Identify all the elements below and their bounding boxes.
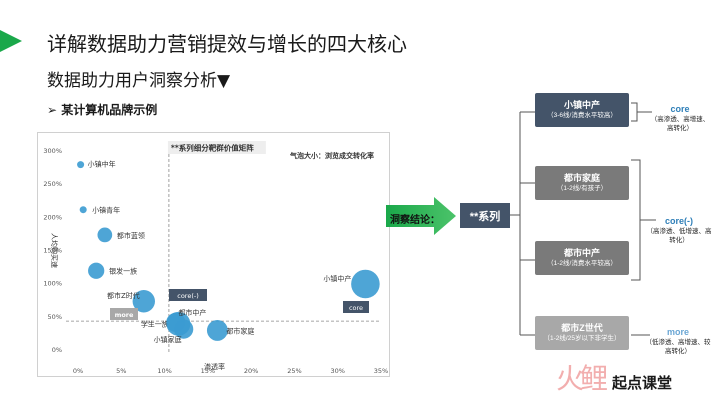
badge-core: core — [349, 304, 363, 312]
x-tick-label: 0% — [73, 367, 83, 375]
bubble-label: 小镇中年 — [88, 160, 116, 169]
tag-desc: （低渗透、高增速、较高转化） — [645, 339, 711, 355]
y-tick-label: 150% — [43, 247, 62, 255]
tag-desc: （高渗透、高增速、高转化） — [650, 116, 710, 132]
bubble-label: 都市蓝领 — [117, 231, 145, 240]
segment-box-urban-family: 都市家庭 （1-2线/有孩子） — [535, 166, 629, 200]
logo-brand-text: 起点课堂 — [612, 374, 673, 392]
tag-desc: （高渗透、低增速、高转化） — [646, 228, 712, 244]
segment-desc: （3-6线/消费水平较高） — [547, 112, 617, 119]
tag-title: core — [670, 104, 690, 114]
tag-core: core （高渗透、高增速、高转化） — [648, 103, 712, 133]
x-tick-label: 5% — [116, 367, 126, 375]
bubble — [88, 262, 105, 279]
tag-title: core(-) — [664, 216, 693, 226]
y-tick-label: 300% — [43, 147, 62, 155]
segment-name: 都市家庭 — [563, 173, 600, 183]
badge-more: more — [115, 311, 134, 319]
bubble-label: 都市家庭 — [226, 326, 254, 335]
example-label: ➢ 某计算机品牌示例 — [47, 103, 158, 117]
y-tick-label: 0% — [52, 346, 62, 354]
footer-logo: 火鲤 起点课堂 — [556, 362, 706, 397]
bubble — [206, 319, 228, 341]
y-tick-label: 200% — [43, 213, 62, 221]
segment-desc: （1-2线/有孩子） — [556, 185, 608, 192]
chart-title-bg — [167, 141, 266, 154]
x-tick-label: 30% — [330, 367, 344, 375]
bubble-label: 都市Z时代 — [107, 291, 140, 300]
badge-core-minus-bg — [169, 289, 207, 301]
segment-desc: （1-2线/消费水平较高） — [547, 260, 617, 267]
x-axis-label: 渗透率 — [204, 362, 225, 371]
page-subtitle: 数据助力用户洞察分析▼ — [47, 71, 231, 91]
bubble-label: 银发一族 — [109, 267, 137, 276]
bubble-label: 学生一族 — [141, 319, 169, 328]
bubble-size-note: 气泡大小：浏览成交转化率 — [289, 151, 374, 160]
segment-box-urban-middle: 都市中产 （1-2线/消费水平较高） — [535, 241, 629, 275]
slide-arrow-icon — [0, 30, 22, 52]
bubble-chart: 0% 50% 100% 150% 200% 250% 300% 0% 5% 10% 15% 20% 25… — [37, 132, 390, 377]
badge-core-bg — [343, 301, 369, 313]
tag-core-minus: core(-) （高渗透、低增速、高转化） — [646, 215, 712, 245]
bubble — [132, 290, 155, 313]
bubble-label: 都市中产 — [178, 308, 206, 317]
segment-name: 都市Z世代 — [561, 323, 603, 333]
segment-box-small-town-middle: 小镇中产 （3-6线/消费水平较高） — [535, 93, 629, 127]
x-tick-label: 10% — [157, 367, 171, 375]
x-tick-label: 20% — [244, 367, 258, 375]
badge-core-minus: core(-) — [177, 292, 199, 300]
y-axis-label: 人均购买速 — [50, 233, 59, 268]
y-tick-label: 100% — [43, 280, 62, 288]
chart-title: **系列细分靶群价值矩阵 — [171, 143, 254, 153]
bubble-label: 小镇中产 — [323, 274, 351, 283]
y-tick-label: 50% — [48, 313, 62, 321]
page-title: 详解数据助力营销提效与增长的四大核心 — [47, 32, 407, 56]
bubble — [166, 311, 191, 336]
conclusion-label: 洞察结论： — [390, 215, 440, 226]
segment-desc: （1-2线/25岁以下非学生） — [543, 335, 621, 342]
segment-box-urban-genz: 都市Z世代 （1-2线/25岁以下非学生） — [535, 316, 629, 350]
segment-name: 都市中产 — [563, 248, 600, 258]
conclusion-arrow-icon — [386, 197, 456, 235]
bubble — [77, 161, 85, 169]
bubble — [351, 269, 380, 299]
segment-name: 小镇中产 — [563, 100, 600, 110]
series-box: **系列 — [460, 203, 510, 228]
bubble-label: 小镇家庭 — [154, 335, 182, 344]
bubble-label: 小镇青年 — [92, 206, 120, 215]
x-tick-label: 35% — [374, 367, 388, 375]
bubble-chart-svg: 0% 50% 100% 150% 200% 250% 300% 0% 5% 10% 15% 20% 25… — [43, 141, 388, 375]
y-tick-label: 250% — [43, 180, 62, 188]
logo-handwriting: 火鲤 — [556, 362, 608, 395]
bubble — [97, 227, 113, 243]
x-tick-label: 25% — [287, 367, 301, 375]
tag-more: more （低渗透、高增速、较高转化） — [644, 326, 712, 356]
tag-title: more — [666, 327, 689, 337]
bubble — [79, 206, 87, 214]
x-tick-label: 15% — [201, 367, 215, 375]
badge-more-bg — [110, 308, 138, 320]
